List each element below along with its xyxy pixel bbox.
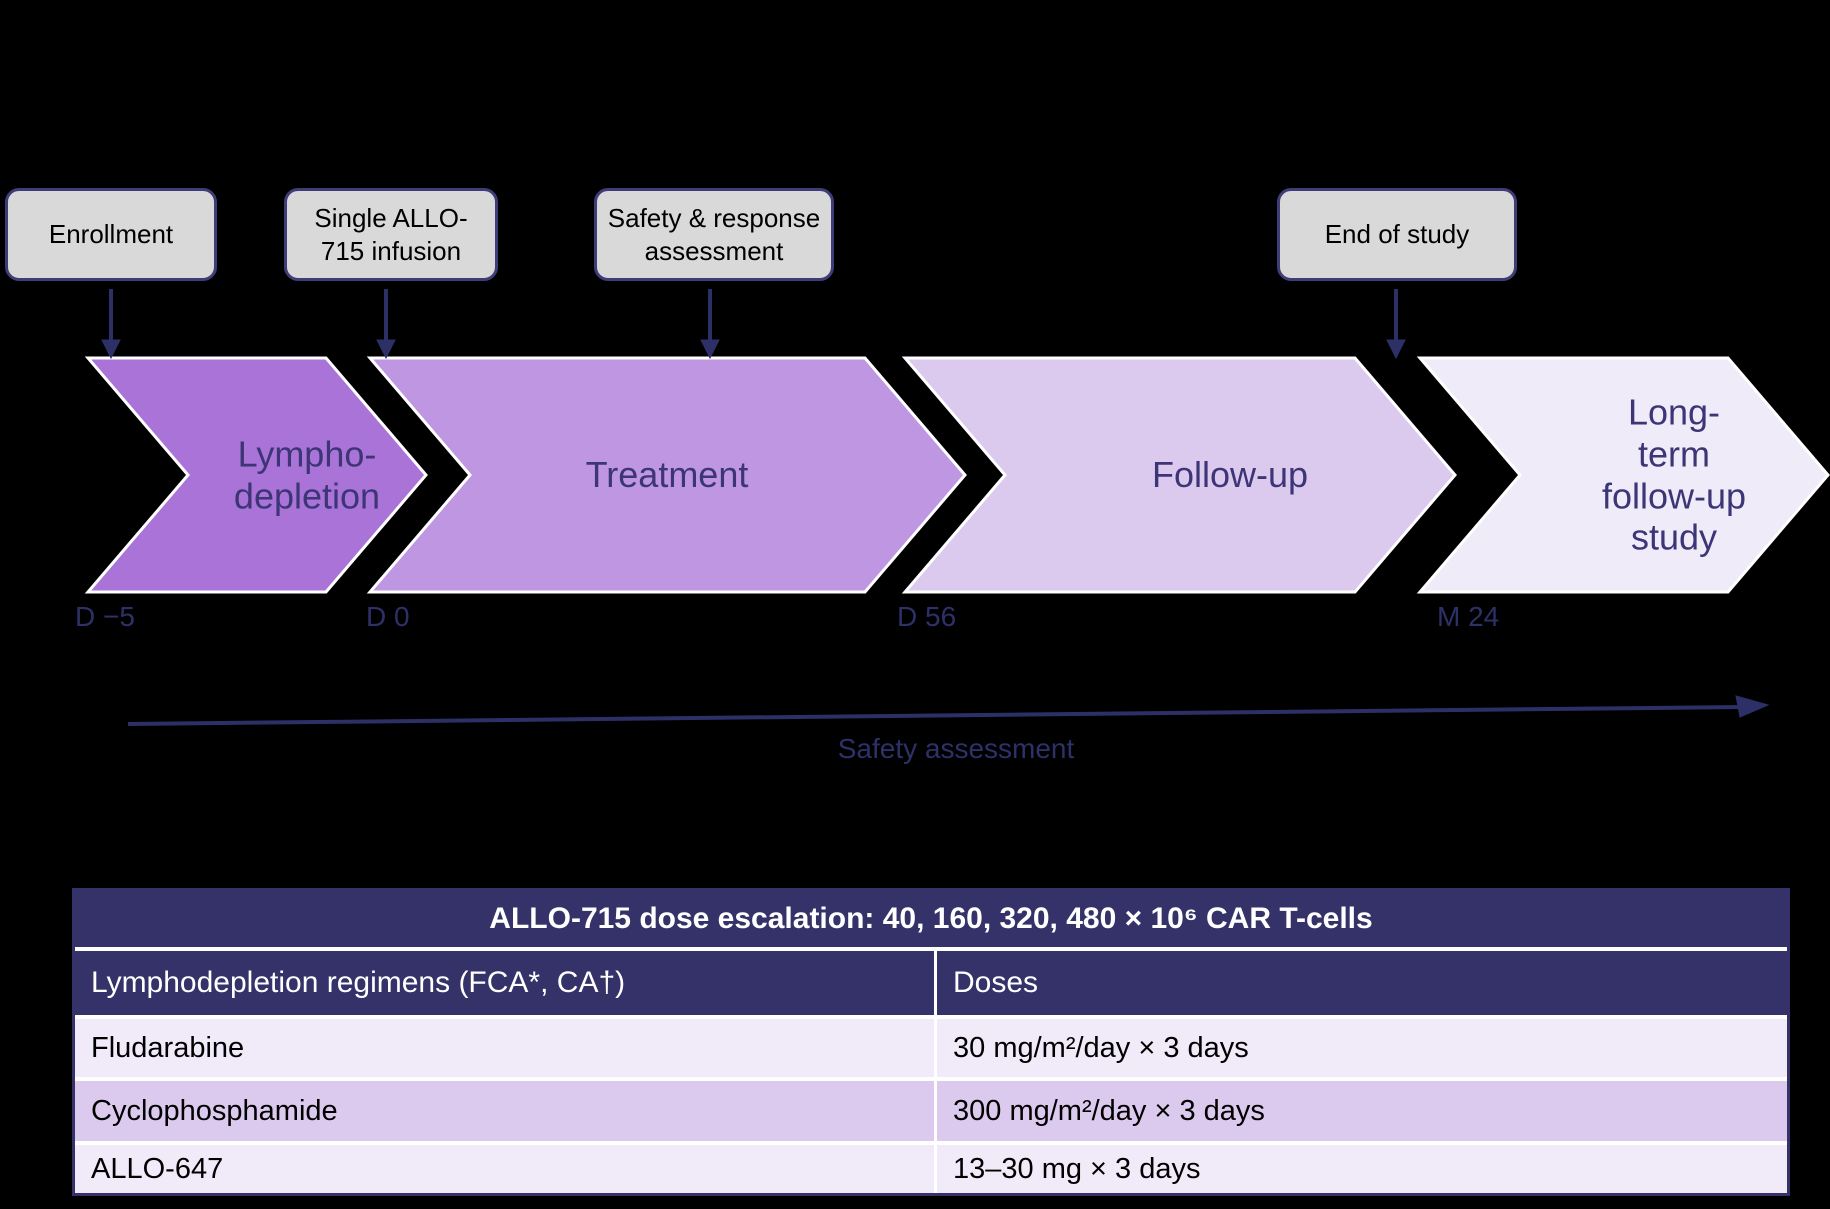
- phase-label-treatment: Treatment: [585, 454, 749, 496]
- enrollment-arrow-head: [101, 339, 121, 360]
- table-header-doses: Doses: [953, 966, 1039, 999]
- infusion-arrow-head: [376, 339, 396, 360]
- callout-enrollment: Enrollment: [5, 188, 217, 281]
- end-of-study-arrow-head: [1386, 339, 1406, 360]
- callout-safety-response-assessment: Safety & response assessment: [594, 188, 834, 281]
- phase-label-lymphodepletion: Lympho- depletion: [233, 433, 381, 516]
- table-row-fludarabine: Fludarabine 30 mg/m²/day × 3 days: [75, 1019, 1787, 1077]
- phase-chevron-longterm-followup: [1416, 356, 1830, 594]
- table-cell-dose: 30 mg/m²/day × 3 days: [953, 1031, 1249, 1064]
- safety-arrow-line: [127, 705, 1743, 726]
- phase-chevron-treatment: [366, 356, 967, 594]
- callout-connector-arrows: [101, 289, 1406, 360]
- timepoint-day-0: D 0: [366, 601, 410, 632]
- callout-safety-response-assessment-label: Safety & response assessment: [607, 203, 821, 266]
- timepoint-day-minus-5: D −5: [75, 601, 135, 632]
- callout-single-infusion-label: Single ALLO- 715 infusion: [314, 203, 468, 266]
- timepoint-day-56: D 56: [897, 601, 957, 632]
- table-title: ALLO-715 dose escalation: 40, 160, 320, …: [489, 902, 1373, 935]
- table-title-row: ALLO-715 dose escalation: 40, 160, 320, …: [75, 891, 1787, 947]
- phase-label-followup: Follow-up: [1151, 454, 1309, 496]
- safety-assessment-arrow: [127, 695, 1770, 726]
- callout-enrollment-label: Enrollment: [48, 219, 174, 250]
- table-row-cyclophosphamide: Cyclophosphamide 300 mg/m²/day × 3 days: [75, 1081, 1787, 1141]
- phase-chevron-followup: [901, 356, 1457, 594]
- table-row-allo-647: ALLO-647 13–30 mg × 3 days: [75, 1145, 1787, 1193]
- callout-end-of-study: End of study: [1277, 188, 1517, 281]
- dose-escalation-table: ALLO-715 dose escalation: 40, 160, 320, …: [72, 888, 1790, 1196]
- callout-end-of-study-label: End of study: [1324, 219, 1470, 250]
- safety-arrow-head: [1735, 695, 1770, 718]
- table-cell-dose: 13–30 mg × 3 days: [953, 1152, 1201, 1185]
- table-cell-drug: Fludarabine: [75, 1019, 937, 1077]
- timepoint-month-24: M 24: [1437, 601, 1500, 632]
- callout-single-infusion: Single ALLO- 715 infusion: [284, 188, 498, 281]
- table-header-regimens: Lymphodepletion regimens (FCA*, CA†): [75, 951, 937, 1015]
- phase-chevron-lymphodepletion: [84, 356, 428, 594]
- safety-assessment-label: Safety assessment: [837, 733, 1075, 764]
- table-cell-drug: Cyclophosphamide: [75, 1081, 937, 1141]
- phase-label-longterm-followup: Long- term follow-up study: [1601, 391, 1747, 558]
- table-header-row: Lymphodepletion regimens (FCA*, CA†) Dos…: [75, 951, 1787, 1015]
- table-cell-dose: 300 mg/m²/day × 3 days: [953, 1094, 1265, 1127]
- assessment-arrow-head: [700, 339, 720, 360]
- table-cell-drug: ALLO-647: [75, 1145, 937, 1193]
